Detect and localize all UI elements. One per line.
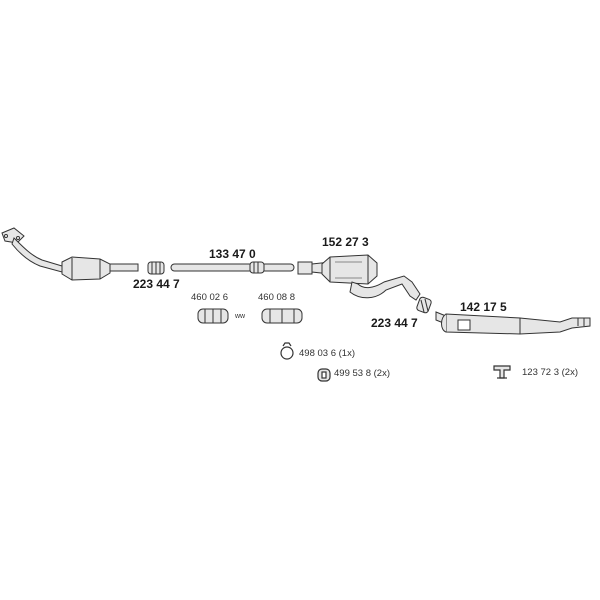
clamp-a-part [197, 308, 229, 324]
ww-note: ww [235, 313, 246, 320]
hanger-label: 123 72 3 (2x) [522, 367, 578, 378]
connector-b [416, 296, 432, 314]
connector-a [147, 261, 165, 275]
front-silencer-part [297, 254, 421, 301]
rear-silencer-label: 142 17 5 [460, 300, 507, 314]
clamp-b-label: 460 08 8 [258, 292, 295, 303]
hanger-icon [493, 365, 511, 379]
front-pipe-catalytic-converter [1, 227, 139, 281]
connector-b-label: 223 44 7 [371, 316, 418, 330]
middle-pipe-label: 133 47 0 [209, 247, 256, 261]
middle-pipe [170, 261, 295, 274]
rear-silencer-part [435, 311, 591, 335]
rubber-mount-icon [317, 368, 331, 382]
rubber-mount-label: 499 53 8 (2x) [334, 368, 390, 379]
o-ring-label: 498 03 6 (1x) [299, 348, 355, 359]
clamp-b-part [261, 308, 303, 324]
o-ring-icon [280, 342, 294, 360]
front-silencer-label: 152 27 3 [322, 235, 369, 249]
clamp-a-label: 460 02 6 [191, 292, 228, 303]
connector-a-label: 223 44 7 [133, 277, 180, 291]
